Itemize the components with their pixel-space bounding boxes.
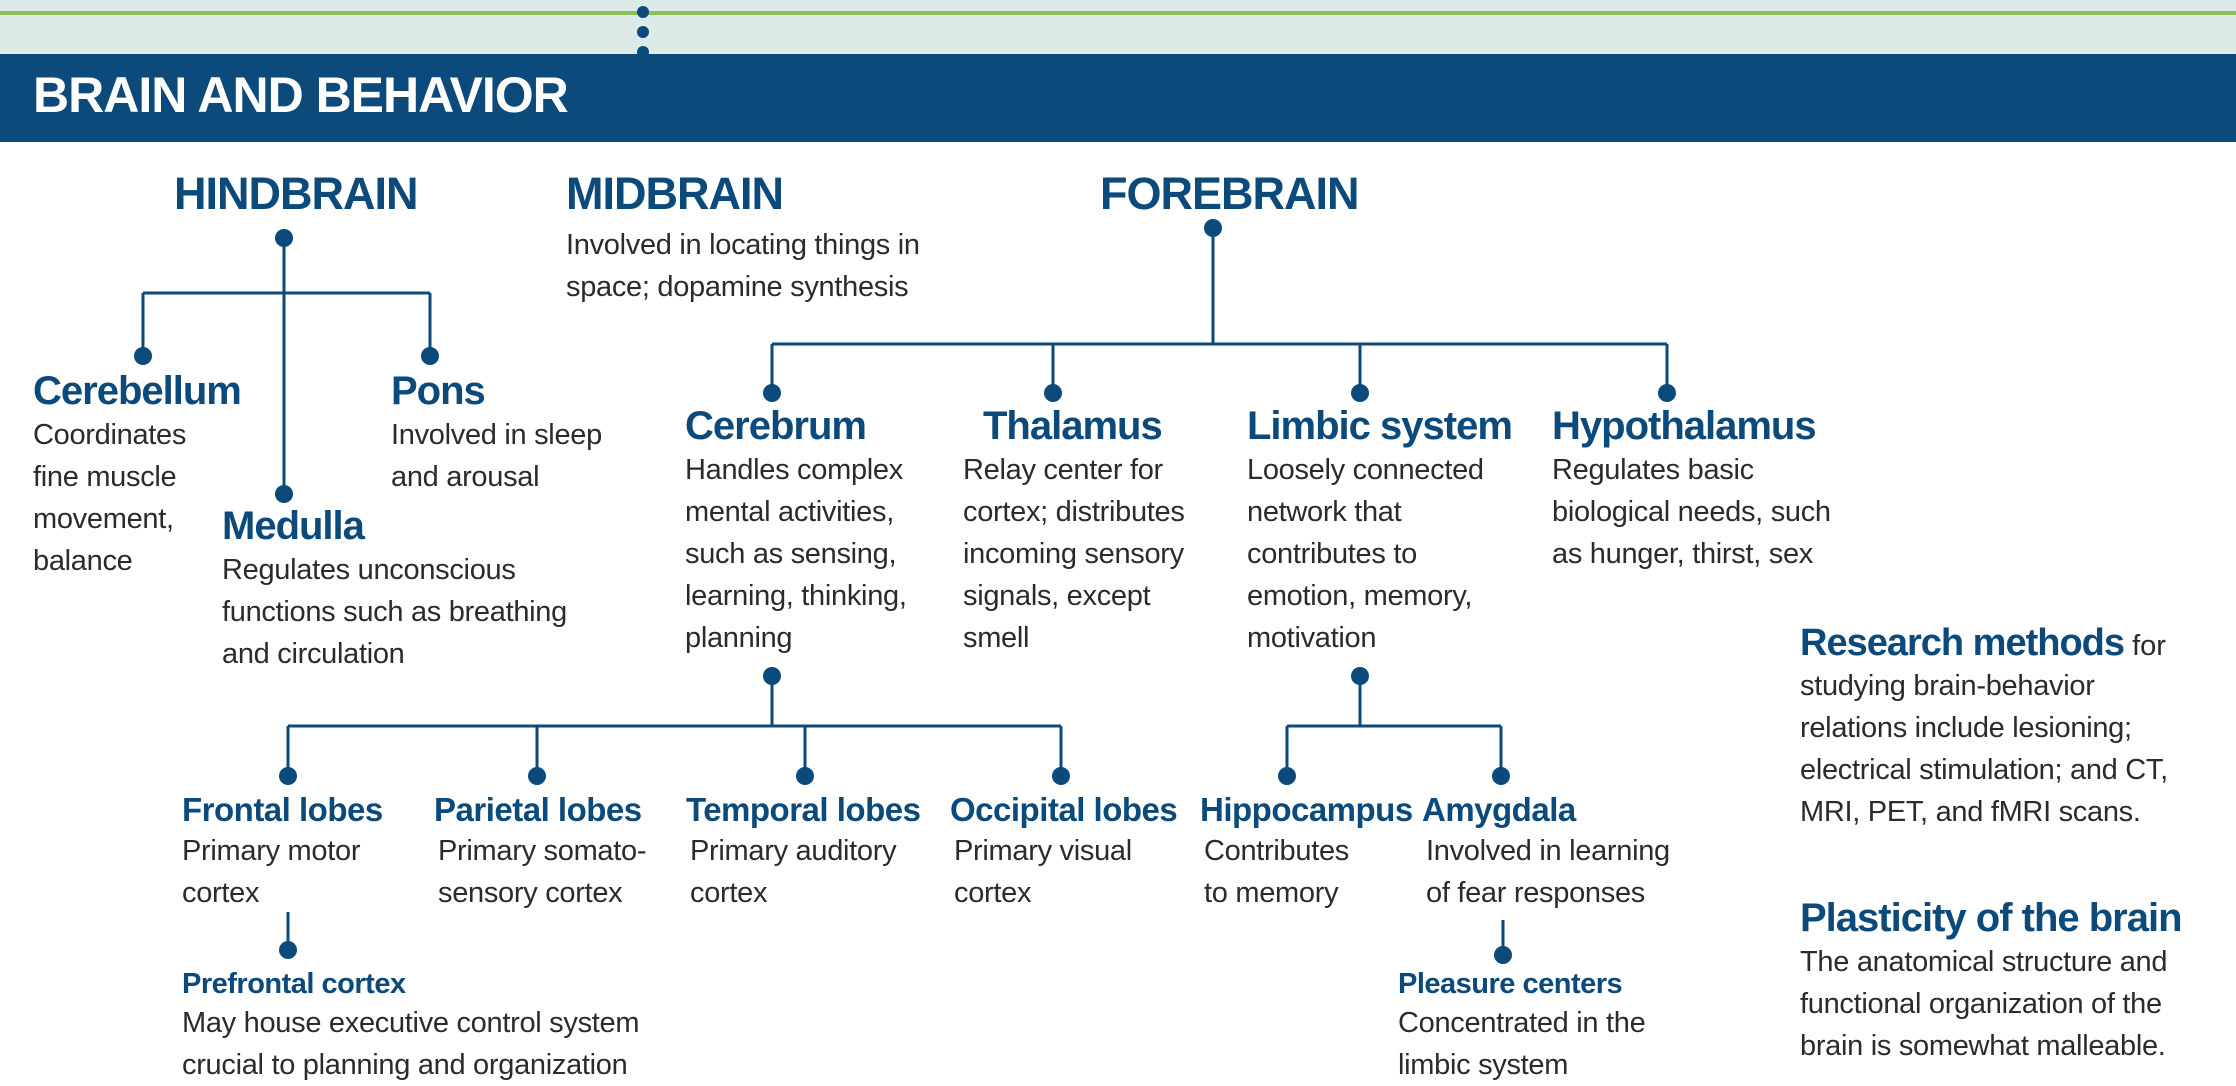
plasticity-desc: The anatomical structure and functional …	[1800, 946, 2168, 1062]
temporal-lobes-title: Temporal lobes	[686, 791, 921, 828]
prefrontal-node: Prefrontal cortex May house executive co…	[182, 966, 640, 1086]
limbic-node: Limbic system Loosely connected network …	[1247, 403, 1513, 659]
pleasure-centers-desc: Concentrated in the limbic system	[1398, 1007, 1646, 1081]
temporal-lobes-desc: Primary auditory cortex	[690, 835, 897, 909]
amygdala-desc: Involved in learning of fear responses	[1426, 835, 1670, 909]
research-methods-title-tail: for	[2124, 630, 2166, 662]
medulla-node: Medulla Regulates unconscious functions …	[222, 503, 567, 675]
parietal-lobes-node: Parietal lobes Primary somato- sensory c…	[434, 790, 647, 914]
cerebellum-node: Cerebellum Coordinates fine muscle movem…	[33, 368, 242, 582]
parietal-lobes-desc: Primary somato- sensory cortex	[438, 835, 647, 909]
midbrain-desc: Involved in locating things in space; do…	[566, 229, 920, 303]
top-accent-line	[0, 11, 2236, 15]
occipital-lobes-desc: Primary visual cortex	[954, 835, 1132, 909]
parietal-lobes-title: Parietal lobes	[434, 791, 642, 828]
cerebellum-desc: Coordinates fine muscle movement, balanc…	[33, 419, 187, 577]
hippocampus-title: Hippocampus	[1200, 791, 1413, 828]
plasticity-title: Plasticity of the brain	[1800, 896, 2183, 940]
research-methods-desc: studying brain-behavior relations includ…	[1800, 670, 2168, 828]
cerebrum-title: Cerebrum	[685, 404, 867, 448]
pons-node: Pons Involved in sleep and arousal	[391, 368, 602, 498]
amygdala-node: Amygdala Involved in learning of fear re…	[1422, 790, 1670, 914]
cerebrum-desc: Handles complex mental activities, such …	[685, 454, 907, 654]
prefrontal-desc: May house executive control system cruci…	[182, 1007, 640, 1081]
thalamus-desc: Relay center for cortex; distributes inc…	[963, 454, 1185, 654]
limbic-title: Limbic system	[1247, 404, 1513, 448]
page-title: BRAIN AND BEHAVIOR	[33, 67, 569, 123]
temporal-lobes-node: Temporal lobes Primary auditory cortex	[686, 790, 921, 914]
occipital-lobes-node: Occipital lobes Primary visual cortex	[950, 790, 1178, 914]
hypothalamus-node: Hypothalamus Regulates basic biological …	[1552, 403, 1831, 575]
limbic-desc: Loosely connected network that contribut…	[1247, 454, 1484, 654]
medulla-title: Medulla	[222, 504, 365, 548]
plasticity-block: Plasticity of the brain The anatomical s…	[1800, 895, 2183, 1067]
medulla-desc: Regulates unconscious functions such as …	[222, 554, 567, 670]
research-methods-heading: Research methods for	[1800, 622, 2168, 665]
frontal-lobes-desc: Primary motor cortex	[182, 835, 361, 909]
hypothalamus-title: Hypothalamus	[1552, 404, 1817, 448]
pleasure-centers-title: Pleasure centers	[1398, 968, 1623, 1000]
prefrontal-title: Prefrontal cortex	[182, 968, 406, 1000]
cerebrum-node: Cerebrum Handles complex mental activiti…	[685, 403, 907, 659]
research-methods-block: Research methods for studying brain-beha…	[1800, 622, 2168, 833]
frontal-lobes-title: Frontal lobes	[182, 791, 383, 828]
amygdala-title: Amygdala	[1422, 791, 1576, 828]
top-band	[0, 0, 2236, 54]
pleasure-centers-node: Pleasure centers Concentrated in the lim…	[1398, 966, 1646, 1086]
hippocampus-node: Hippocampus Contributes to memory	[1200, 790, 1413, 914]
midbrain-title: MIDBRAIN	[566, 168, 784, 219]
hindbrain-title: HINDBRAIN	[174, 168, 418, 219]
cerebellum-title: Cerebellum	[33, 369, 242, 413]
occipital-lobes-title: Occipital lobes	[950, 791, 1178, 828]
thalamus-title: Thalamus	[983, 404, 1163, 448]
research-methods-title: Research methods	[1800, 622, 2125, 664]
thalamus-node: Thalamus Relay center for cortex; distri…	[963, 403, 1185, 659]
hippocampus-desc: Contributes to memory	[1204, 835, 1349, 909]
pons-desc: Involved in sleep and arousal	[391, 419, 602, 493]
midbrain-node: MIDBRAIN Involved in locating things in …	[566, 168, 920, 308]
pons-title: Pons	[391, 369, 486, 413]
title-banner: BRAIN AND BEHAVIOR	[0, 54, 2236, 142]
frontal-lobes-node: Frontal lobes Primary motor cortex	[182, 790, 383, 914]
hypothalamus-desc: Regulates basic biological needs, such a…	[1552, 454, 1831, 570]
forebrain-title: FOREBRAIN	[1100, 168, 1359, 219]
